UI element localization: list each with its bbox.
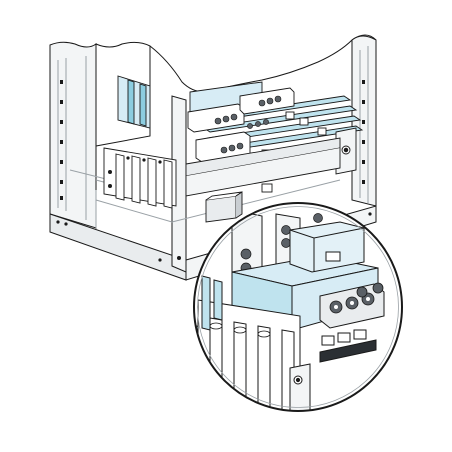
connector-block-upper [187, 103, 245, 133]
magnifier-ring [193, 202, 403, 412]
busbar-2 [202, 105, 358, 133]
detail-side-plate [289, 363, 311, 411]
vertical-busbar [127, 79, 135, 125]
right-upright-holes [362, 80, 365, 184]
floor-line [95, 179, 341, 223]
detail-upper-connector [289, 221, 365, 273]
main-busbar-assembly [103, 75, 364, 223]
left-upright-inner [57, 56, 87, 220]
terminal-device [205, 195, 237, 223]
detail-terminal-bolts [329, 282, 384, 314]
left-upright [49, 41, 97, 229]
detail-vertical-busbar [201, 275, 211, 331]
left-upright-holes [60, 80, 63, 200]
bracket-fins [115, 153, 173, 209]
base-front-rail [49, 213, 187, 281]
front-corner-post [171, 95, 187, 273]
magnified-detail-view [193, 202, 403, 412]
detail-top-clip [325, 251, 341, 262]
detail-bracket-holes [209, 322, 271, 338]
bolts-main [214, 95, 282, 154]
detail-lower-clips [321, 329, 367, 346]
